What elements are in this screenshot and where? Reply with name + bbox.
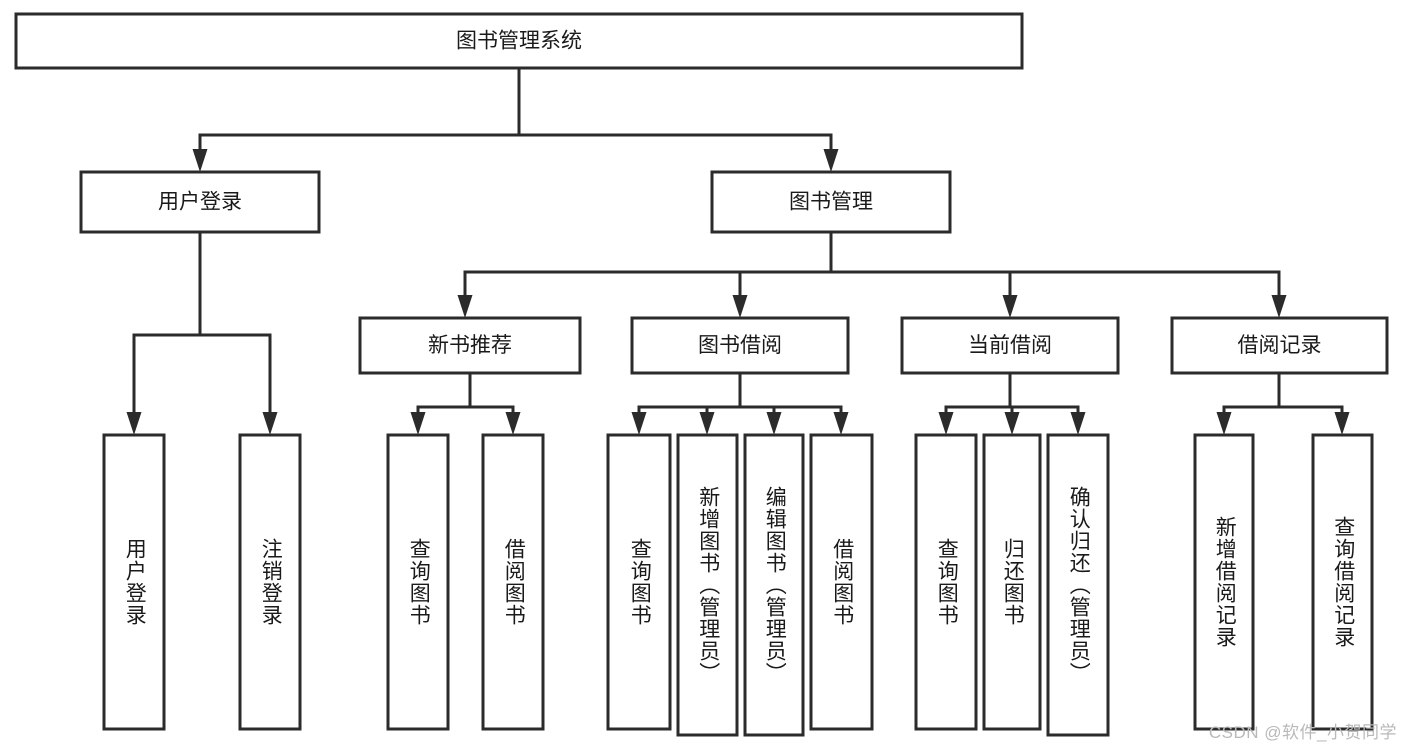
node-query-book[interactable] xyxy=(386,433,450,731)
node-box-return-book xyxy=(982,433,1042,731)
node-borrow-record[interactable] xyxy=(1170,316,1389,375)
node-book-borrow[interactable] xyxy=(630,316,850,375)
node-box-query-book xyxy=(914,433,978,731)
node-user-login[interactable] xyxy=(79,170,321,234)
arrow-current-borrow-drop-2 xyxy=(1070,412,1086,435)
node-current-borrow[interactable] xyxy=(900,316,1120,375)
node-add-book-admin[interactable] xyxy=(676,433,739,737)
arrow-current-borrow-drop-1 xyxy=(1004,412,1020,435)
node-box-borrow-record xyxy=(1170,316,1389,375)
node-confirm-return-admin[interactable] xyxy=(1046,433,1110,737)
node-box-add-borrow-record xyxy=(1193,433,1255,731)
arrow-manage-drop-0 xyxy=(457,295,473,318)
node-box-user-login xyxy=(102,433,166,731)
connector-layer xyxy=(126,66,1350,435)
arrow-root-drop-0 xyxy=(192,149,208,172)
arrow-book-borrow-drop-0 xyxy=(631,412,647,435)
node-borrow-book[interactable] xyxy=(809,433,874,731)
node-label-book-borrow: 图书借阅 xyxy=(698,334,782,357)
node-label-book-management-system: 图书管理系统 xyxy=(456,30,582,53)
node-box-borrow-book xyxy=(481,433,545,731)
node-new-book-recommend[interactable] xyxy=(358,316,582,375)
node-box-book-borrow xyxy=(630,316,850,375)
node-box-query-book xyxy=(386,433,450,731)
node-box-add-book-admin xyxy=(676,433,739,737)
arrow-current-borrow-drop-0 xyxy=(938,412,954,435)
node-box-confirm-return-admin xyxy=(1046,433,1110,737)
arrow-book-borrow-drop-2 xyxy=(766,412,782,435)
node-box-user-login xyxy=(79,170,321,234)
watermark-text: CSDN @软件_小贺同学 xyxy=(1208,723,1397,742)
node-edit-book-admin[interactable] xyxy=(743,433,805,737)
arrow-borrow-record-drop-1 xyxy=(1334,412,1350,435)
node-query-borrow-record[interactable] xyxy=(1311,433,1374,731)
node-add-borrow-record[interactable] xyxy=(1193,433,1255,731)
node-borrow-book[interactable] xyxy=(481,433,545,731)
node-label-book-management: 图书管理 xyxy=(789,191,873,214)
arrow-borrow-record-drop-0 xyxy=(1216,412,1232,435)
arrow-book-borrow-drop-1 xyxy=(699,412,715,435)
node-box-new-book-recommend xyxy=(358,316,582,375)
box-layer xyxy=(14,12,1389,737)
arrow-new-book-recommend-drop-1 xyxy=(505,412,521,435)
arrow-login-drop-1 xyxy=(262,412,278,435)
node-box-current-borrow xyxy=(900,316,1120,375)
arrow-manage-drop-2 xyxy=(1002,295,1018,318)
node-book-management-system[interactable] xyxy=(14,12,1024,70)
node-box-book-management xyxy=(710,170,952,234)
node-box-logout xyxy=(238,433,302,731)
node-book-management[interactable] xyxy=(710,170,952,234)
node-label-new-book-recommend: 新书推荐 xyxy=(428,334,512,357)
arrow-login-drop-0 xyxy=(126,412,142,435)
node-return-book[interactable] xyxy=(982,433,1042,731)
node-box-borrow-book xyxy=(809,433,874,731)
node-box-book-management-system xyxy=(14,12,1024,70)
arrow-manage-drop-1 xyxy=(732,295,748,318)
node-box-query-book xyxy=(606,433,672,731)
node-label-current-borrow: 当前借阅 xyxy=(968,334,1052,357)
node-label-borrow-record: 借阅记录 xyxy=(1238,334,1322,357)
node-box-query-borrow-record xyxy=(1311,433,1374,731)
node-logout[interactable] xyxy=(238,433,302,731)
node-query-book[interactable] xyxy=(914,433,978,731)
arrow-new-book-recommend-drop-0 xyxy=(410,412,426,435)
arrow-book-borrow-drop-3 xyxy=(833,412,849,435)
arrow-root-drop-1 xyxy=(823,149,839,172)
node-box-edit-book-admin xyxy=(743,433,805,737)
node-query-book[interactable] xyxy=(606,433,672,731)
node-label-user-login: 用户登录 xyxy=(158,191,242,214)
arrow-manage-drop-3 xyxy=(1271,295,1287,318)
node-user-login[interactable] xyxy=(102,433,166,731)
